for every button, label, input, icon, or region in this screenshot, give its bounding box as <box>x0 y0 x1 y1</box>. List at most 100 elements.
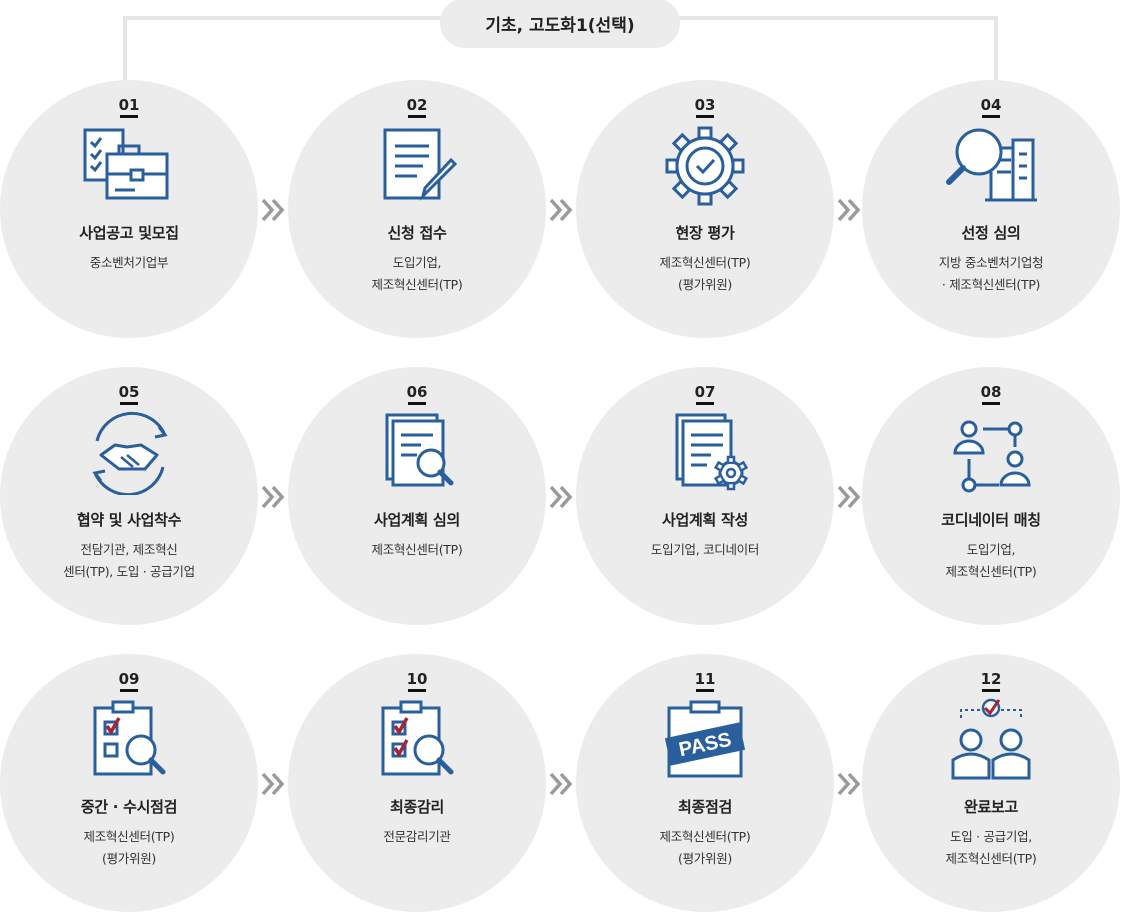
document-pen-icon <box>367 124 467 208</box>
step-description-line: 센터(TP), 도입 · 공급기업 <box>63 564 195 579</box>
step-description-line: · 제조혁신센터(TP) <box>941 277 1041 292</box>
step-title: 최종점검 <box>677 798 732 816</box>
step-number-underline <box>120 115 138 118</box>
step-title: 사업계획 심의 <box>374 511 460 529</box>
step-description: 제조혁신센터(TP) (평가위원) <box>586 252 824 296</box>
gear-check-icon <box>655 124 755 208</box>
next-step-arrow-icon <box>260 484 286 510</box>
step-title: 사업공고 및모집 <box>79 224 179 242</box>
step-number: 07 <box>694 383 716 401</box>
step-description: 지방 중소벤처기업청 · 제조혁신센터(TP) <box>872 252 1110 296</box>
step-number: 03 <box>694 96 716 114</box>
next-step-arrow-icon <box>836 197 862 223</box>
step-number-underline <box>982 402 1000 405</box>
step-description-line: 전문감리기관 <box>383 829 451 844</box>
step-title: 신청 접수 <box>387 224 447 242</box>
step-number: 01 <box>118 96 140 114</box>
step-number: 04 <box>980 96 1002 114</box>
step-number-underline <box>408 689 426 692</box>
step-description-line: 도입기업, <box>966 542 1016 557</box>
step-number-underline <box>696 402 714 405</box>
step-description-line: 제조혁신센터(TP) <box>371 542 463 557</box>
step-description: 도입기업, 코디네이터 <box>586 539 824 561</box>
document-briefcase-icon <box>79 124 179 208</box>
step-description-line: 제조혁신센터(TP) <box>659 255 751 270</box>
step-description: 중소벤처기업부 <box>10 252 248 274</box>
step-description-line: 제조혁신센터(TP) <box>83 829 175 844</box>
next-step-arrow-icon <box>836 771 862 797</box>
step-title: 최종감리 <box>389 798 444 816</box>
step-description: 도입 · 공급기업, 제조혁신센터(TP) <box>872 826 1110 870</box>
step-description: 도입기업, 제조혁신센터(TP) <box>298 252 536 296</box>
document-gear-icon <box>655 411 755 495</box>
next-step-arrow-icon <box>548 771 574 797</box>
step-title: 완료보고 <box>963 798 1018 816</box>
step-description-line: 도입 · 공급기업, <box>950 829 1032 844</box>
step-description: 도입기업, 제조혁신센터(TP) <box>872 539 1110 583</box>
pass-stamp-icon: PASS <box>655 698 755 782</box>
step-description-line: 제조혁신센터(TP) <box>659 829 751 844</box>
step-number-underline <box>696 689 714 692</box>
clipboard-checks-icon <box>367 698 467 782</box>
step-number-underline <box>120 402 138 405</box>
step-description: 전문감리기관 <box>298 826 536 848</box>
step-number-underline <box>120 689 138 692</box>
people-network-icon <box>941 411 1041 495</box>
next-step-arrow-icon <box>548 197 574 223</box>
step-number: 09 <box>118 670 140 688</box>
clipboard-magnifier-icon <box>79 698 179 782</box>
step-title: 코디네이터 매칭 <box>941 511 1041 529</box>
step-title: 사업계획 작성 <box>662 511 748 529</box>
step-description-line: 제조혁신센터(TP) <box>945 564 1037 579</box>
step-description-line: (평가위원) <box>678 851 732 866</box>
step-title: 선정 심의 <box>961 224 1021 242</box>
step-description-line: (평가위원) <box>102 851 156 866</box>
step-number-underline <box>408 402 426 405</box>
step-number: 08 <box>980 383 1002 401</box>
step-number-underline <box>408 115 426 118</box>
handshake-icon <box>79 411 179 497</box>
step-number-underline <box>696 115 714 118</box>
step-description-line: 중소벤처기업부 <box>89 255 169 270</box>
next-step-arrow-icon <box>260 197 286 223</box>
step-description-line: 도입기업, 코디네이터 <box>650 542 760 557</box>
step-description-line: 전담기관, 제조혁신 <box>80 542 178 557</box>
step-description: 제조혁신센터(TP) (평가위원) <box>586 826 824 870</box>
next-step-arrow-icon <box>260 771 286 797</box>
document-magnifier-icon <box>367 411 467 495</box>
step-description-line: (평가위원) <box>678 277 732 292</box>
step-number: 10 <box>406 670 428 688</box>
step-number-underline <box>982 689 1000 692</box>
step-description-line: 제조혁신센터(TP) <box>945 851 1037 866</box>
people-check-icon <box>941 698 1041 782</box>
step-description: 제조혁신센터(TP) (평가위원) <box>10 826 248 870</box>
step-title: 중간 · 수시점검 <box>80 798 178 816</box>
next-step-arrow-icon <box>836 484 862 510</box>
magnifier-building-icon <box>941 124 1041 208</box>
step-description-line: 도입기업, <box>392 255 442 270</box>
step-number: 06 <box>406 383 428 401</box>
next-step-arrow-icon <box>548 484 574 510</box>
step-description-line: 제조혁신센터(TP) <box>371 277 463 292</box>
step-description-line: 지방 중소벤처기업청 <box>938 255 1044 270</box>
step-number: 05 <box>118 383 140 401</box>
step-description: 제조혁신센터(TP) <box>298 539 536 561</box>
step-title: 협약 및 사업착수 <box>76 511 182 529</box>
step-title: 현장 평가 <box>675 224 735 242</box>
step-number-underline <box>982 115 1000 118</box>
step-number: 11 <box>694 670 716 688</box>
step-number: 02 <box>406 96 428 114</box>
